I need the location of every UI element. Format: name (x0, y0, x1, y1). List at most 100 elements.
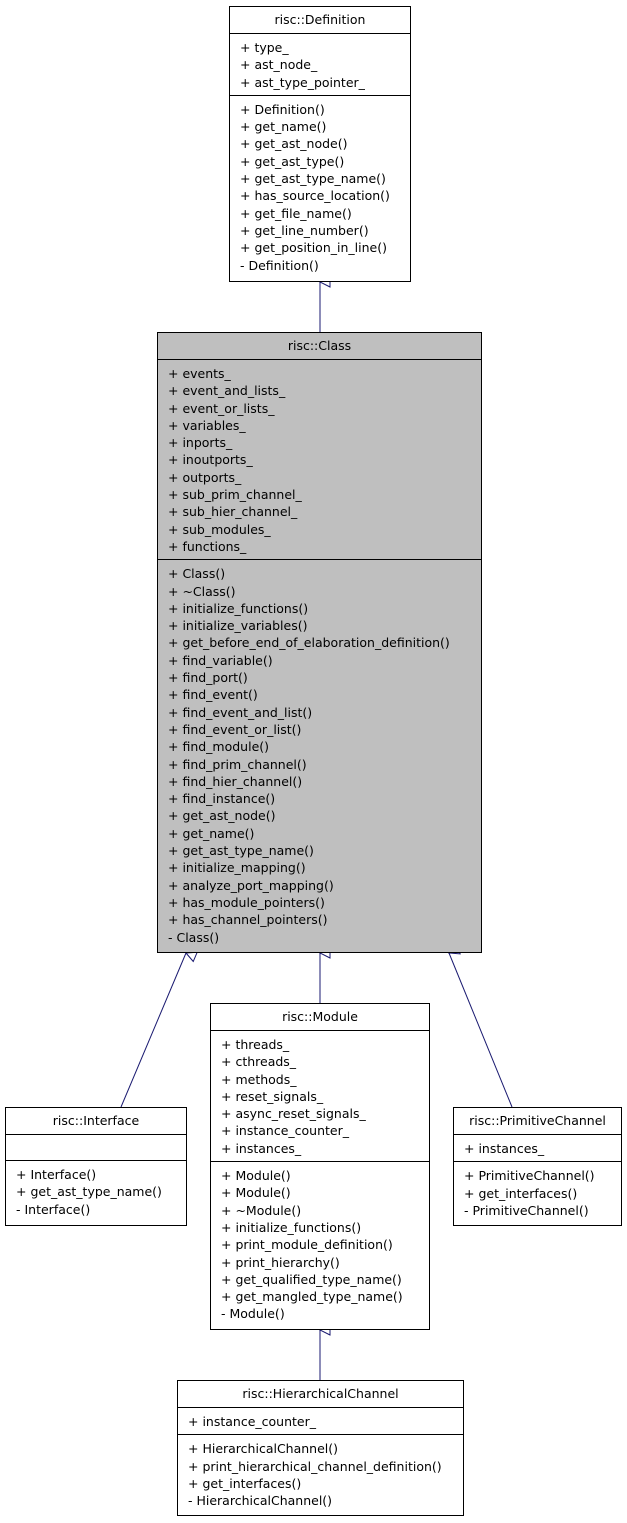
method-member: + get_ast_type_name() (168, 843, 314, 859)
class-name: risc::Definition (230, 7, 410, 34)
inheritance-edge-primitivechannel-class (449, 953, 513, 1108)
method-member: - PrimitiveChannel() (464, 1202, 589, 1218)
attribute-member: + event_and_lists_ (168, 383, 286, 399)
class-name: risc::Module (211, 1004, 429, 1031)
method-member: - Module() (221, 1306, 285, 1322)
method-member: - Class() (168, 929, 220, 945)
method-member: + get_ast_node() (240, 136, 348, 152)
class-box-primitivechannel[interactable]: risc::PrimitiveChannel + instances_ + Pr… (453, 1107, 622, 1226)
class-name: risc::Class (158, 333, 481, 360)
method-member: + Interface() (16, 1167, 97, 1182)
attribute-member: + sub_modules_ (168, 521, 271, 537)
attributes-section: + threads_ + cthreads_+ methods_+ reset_s… (211, 1031, 429, 1163)
method-member: + get_ast_node() (168, 808, 276, 824)
attribute-member: + reset_signals_ (221, 1088, 324, 1104)
attribute-member: + ast_type_pointer_ (240, 74, 365, 90)
class-box-hierarchicalchannel[interactable]: risc::HierarchicalChannel + instance_cou… (177, 1380, 464, 1516)
method-member: + get_qualified_type_name() (221, 1271, 402, 1287)
method-member: + find_event() (168, 687, 258, 703)
attribute-member: + events_ (168, 366, 231, 381)
attributes-section: + instance_counter_ (178, 1408, 463, 1436)
method-member: + get_ast_type() (240, 153, 345, 169)
methods-section: + Definition() + get_name()+ get_ast_node… (230, 96, 410, 278)
method-member: + find_instance() (168, 791, 276, 807)
attribute-member: + type_ (240, 40, 289, 55)
method-member: - HierarchicalChannel() (188, 1493, 333, 1509)
method-member: + get_ast_type_name() (240, 171, 386, 187)
attribute-member: + cthreads_ (221, 1054, 297, 1070)
method-member: + get_mangled_type_name() (221, 1289, 403, 1305)
attribute-member: + inports_ (168, 435, 233, 451)
attribute-member: + async_reset_signals_ (221, 1106, 366, 1122)
class-box-module[interactable]: risc::Module + threads_+ cthreads_+ meth… (210, 1003, 430, 1330)
method-member: + get_before_end_of_elaboration_definiti… (168, 635, 450, 651)
attribute-member: + inoutports_ (168, 452, 253, 468)
method-member: + get_file_name() (240, 205, 352, 221)
method-member: + get_position_in_line() (240, 240, 387, 256)
method-member: + PrimitiveChannel() (464, 1168, 595, 1184)
attribute-member: + instance_counter_ (188, 1414, 316, 1429)
method-member: + Module() (221, 1168, 291, 1184)
attribute-member: + functions_ (168, 538, 247, 554)
method-member: + ~Module() (221, 1202, 302, 1218)
class-name: risc::HierarchicalChannel (178, 1381, 463, 1408)
method-member: + analyze_port_mapping() (168, 877, 334, 893)
method-member: + Class() (168, 566, 226, 582)
method-member: + has_source_location() (240, 188, 390, 204)
method-member: + find_variable() (168, 652, 273, 668)
class-name: risc::PrimitiveChannel (454, 1108, 621, 1135)
methods-section: + Module()+ Module()+ ~Module()+ initial… (211, 1162, 429, 1327)
attributes-section: + instances_ (454, 1135, 621, 1163)
method-member: + find_hier_channel() (168, 773, 303, 789)
attribute-member: + sub_prim_channel_ (168, 487, 302, 503)
method-member: + find_event_and_list() (168, 704, 313, 720)
method-member: + initialize_functions() (221, 1219, 362, 1235)
method-member: + get_interfaces() (464, 1185, 578, 1201)
attribute-member: + outports_ (168, 469, 242, 485)
class-box-definition[interactable]: risc::Definition + type_+ ast_node_+ ast… (229, 6, 411, 282)
method-member: + get_line_number() (240, 222, 369, 238)
attribute-member: + methods_ (221, 1071, 297, 1087)
method-member: + get_name() (240, 119, 327, 135)
method-member: + print_hierarchy() (221, 1254, 340, 1270)
method-member: + get_interfaces() (188, 1475, 302, 1491)
method-member: + initialize_functions() (168, 600, 309, 616)
methods-section: + HierarchicalChannel()+ print_hierarchi… (178, 1435, 463, 1513)
method-member: + ~Class() (168, 583, 236, 599)
class-name: risc::Interface (6, 1108, 186, 1135)
attribute-member: + ast_node_ (240, 57, 318, 73)
method-member: + Definition() (240, 101, 325, 117)
method-member: + get_name() (168, 825, 255, 841)
attributes-section: + events_ + event_and_lists_+ event_or_li… (158, 360, 481, 561)
class-box-class[interactable]: risc::Class + events_+ event_and_lists_+… (157, 332, 482, 953)
attribute-member: + threads_ (221, 1037, 290, 1052)
method-member: + find_port() (168, 670, 248, 686)
attribute-member: + variables_ (168, 417, 246, 433)
method-member: + print_module_definition() (221, 1237, 393, 1253)
method-member: + Module() (221, 1185, 291, 1201)
attributes-section: + type_ + ast_node_+ ast_type_pointer_ (230, 34, 410, 96)
attribute-member: + instances_ (464, 1141, 545, 1156)
method-member: + HierarchicalChannel() (188, 1441, 339, 1457)
method-member: + find_module() (168, 739, 270, 755)
class-box-interface[interactable]: risc::Interface + Interface()+ get_ast_t… (5, 1107, 187, 1226)
method-member: + find_event_or_list() (168, 721, 302, 737)
method-member: + has_channel_pointers() (168, 912, 328, 928)
attribute-member: + sub_hier_channel_ (168, 504, 298, 520)
attribute-member: + instance_counter_ (221, 1123, 349, 1139)
method-member: + find_prim_channel() (168, 756, 307, 772)
attribute-member: + instances_ (221, 1140, 302, 1156)
methods-section: + Class()+ ~Class()+ initialize_function… (158, 560, 481, 950)
method-member: + initialize_mapping() (168, 860, 306, 876)
method-member: + has_module_pointers() (168, 894, 325, 910)
method-member: + print_hierarchical_channel_definition(… (188, 1458, 442, 1474)
method-member: + get_ast_type_name() (16, 1184, 162, 1200)
inheritance-edge-interface-class (120, 953, 186, 1108)
method-member: + initialize_variables() (168, 618, 308, 634)
method-member: - Interface() (16, 1201, 91, 1217)
methods-section: + Interface() + get_ast_type_name()- Inte… (6, 1161, 186, 1222)
attributes-section (6, 1135, 186, 1161)
methods-section: + PrimitiveChannel()+ get_interfaces()- … (454, 1162, 621, 1223)
attribute-member: + event_or_lists_ (168, 400, 275, 416)
